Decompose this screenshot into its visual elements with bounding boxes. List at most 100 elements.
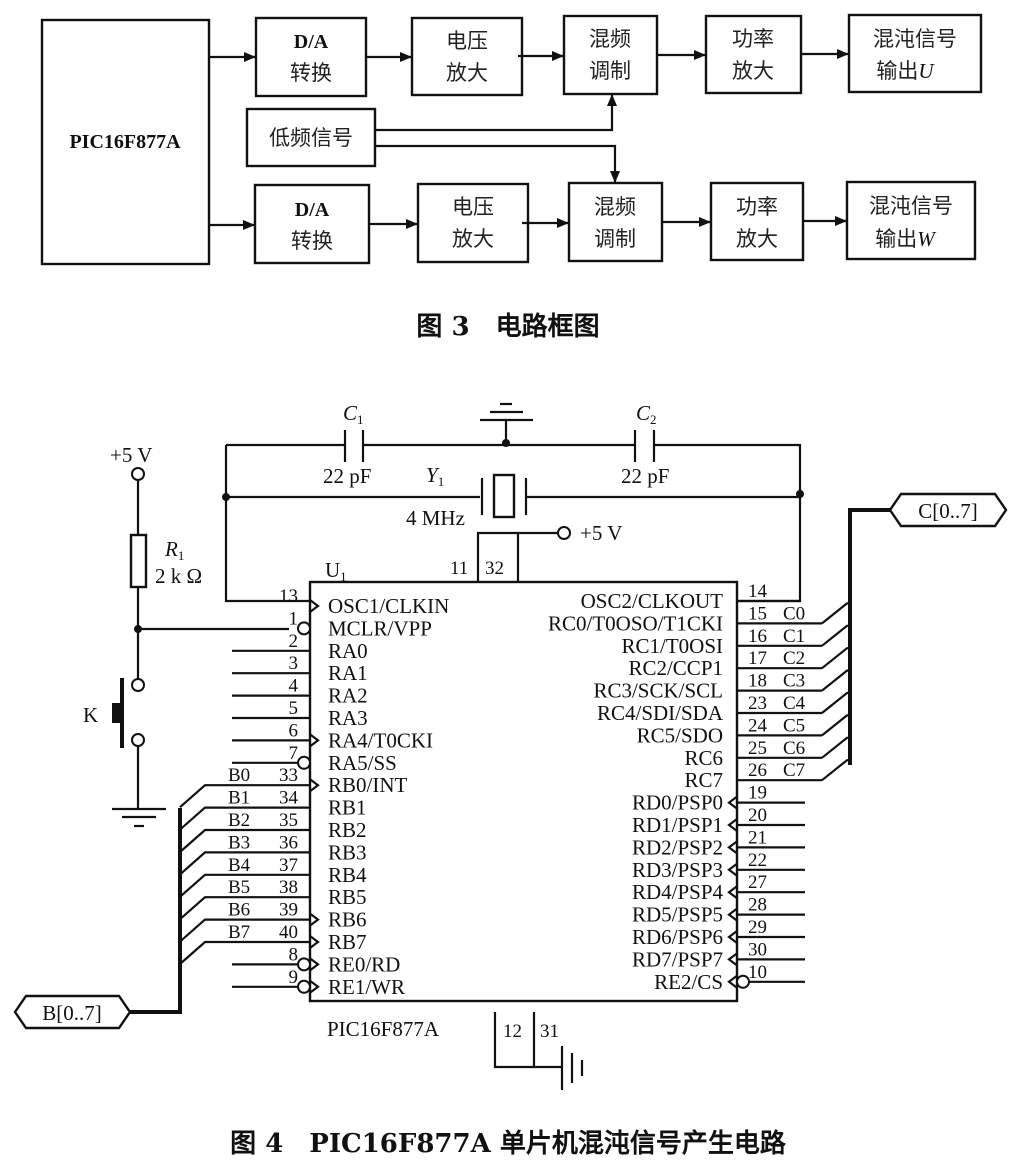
pic16f877a-chip [308, 580, 739, 1003]
mix-sub-w: 调制 [594, 227, 636, 251]
vcc-label-right: +5 V [580, 521, 622, 545]
pin-number: 16 [748, 626, 767, 647]
bus-c-port [888, 492, 1008, 528]
bus-entry [179, 896, 210, 921]
wire-vdd-pins [476, 531, 558, 582]
pin-number: 23 [748, 693, 767, 714]
y1-value: 4 MHz [406, 506, 465, 530]
clock-input-icon [727, 862, 738, 877]
arrow-lowfreq-mix-u [375, 94, 617, 132]
net-label: C5 [783, 715, 805, 736]
wire-c1-osc1 [224, 445, 310, 603]
figure4-schematic: C1 22 pF C2 22 pF Y1 4 MHz +5 V 11 32 +5… [13, 401, 1008, 1159]
vcc-right-network: +5 V 11 32 [450, 521, 622, 582]
pin-32-label: 32 [485, 558, 504, 579]
pin-name: RA5/SS [328, 751, 397, 775]
net-label: C4 [783, 693, 806, 714]
crystal-body [492, 473, 516, 519]
pin-name: RA1 [328, 661, 368, 685]
figure3-block-diagram: PIC16F877A D/A 转换 电压 放大 混频 调制 功率 放大 混沌信号… [40, 13, 983, 342]
pin-name: RD2/PSP2 [632, 835, 723, 859]
pin-name: RB2 [328, 818, 367, 842]
bus-entry [821, 759, 850, 782]
c2-name: C2 [636, 401, 657, 427]
net-label: C0 [783, 603, 805, 624]
pin-number: 26 [748, 760, 767, 781]
da-sub-u: 转换 [290, 61, 332, 85]
pin-number: 4 [289, 676, 299, 697]
ground-icon [112, 807, 166, 828]
pin-name: RC2/CCP1 [628, 656, 723, 680]
pin-number: 8 [289, 944, 299, 965]
net-label: B3 [228, 832, 250, 853]
clock-input-icon [309, 778, 320, 793]
clock-input-icon [309, 599, 320, 613]
switch-button-actuator [112, 703, 122, 723]
ground-pins: 12 31 [493, 1012, 584, 1090]
pin-number: 39 [279, 900, 298, 921]
chain-w: D/A 转换 电压 放大 混频 调制 功率 放大 混沌信号 输出W [209, 180, 977, 265]
pin-name: RD5/PSP5 [632, 903, 723, 927]
pin-number: 20 [748, 805, 767, 826]
bus-entry [179, 851, 210, 876]
pin-name: RB5 [328, 885, 367, 909]
clock-input-icon [727, 974, 738, 989]
y1-name: Y1 [426, 463, 444, 489]
pin-number: 22 [748, 850, 767, 871]
resistor-r1 [129, 533, 148, 589]
chain-u: D/A 转换 电压 放大 混频 调制 功率 放大 混沌信号 输出U [209, 13, 983, 98]
bus-c-trunk [848, 508, 890, 765]
pin-number: 33 [279, 765, 298, 786]
pwr-sub-w: 放大 [736, 227, 778, 251]
arrow-lowfreq-mix-w [375, 144, 620, 183]
chip-ref: U1 [325, 558, 347, 584]
clock-input-icon [309, 733, 320, 748]
bus-entry [821, 669, 850, 692]
bus-entry [179, 828, 210, 853]
clock-input-icon [727, 840, 738, 855]
bus-entry [821, 714, 850, 737]
net-label: C7 [783, 760, 805, 781]
c1-name: C1 [343, 401, 364, 427]
pin-right-19: 19 RD0/PSP0 [632, 783, 805, 815]
bus-b-trunk [130, 808, 182, 1014]
pin-number: 19 [748, 783, 767, 804]
pin-name: OSC2/CLKOUT [581, 589, 724, 613]
inverter-bubble-icon [297, 957, 311, 972]
pin-11-label: 11 [450, 558, 468, 579]
r1-name: R1 [164, 537, 184, 563]
clock-input-icon [309, 912, 320, 927]
amp-sub-u: 放大 [446, 61, 488, 85]
pin-number: 37 [279, 855, 298, 876]
net-label: B0 [228, 765, 250, 786]
pin-name: RD4/PSP4 [632, 880, 724, 904]
pin-number: 14 [748, 581, 768, 602]
pin-name: RC5/SDO [637, 723, 723, 747]
net-label: B1 [228, 788, 250, 809]
pwr-block-w [709, 181, 805, 262]
pin-right-15: C0 15 RC0/T0OSO/T1CKI [548, 602, 850, 635]
inverter-bubble-icon [736, 974, 750, 989]
pin-number: 17 [748, 648, 767, 669]
output-sub-u: 输出U [876, 59, 935, 83]
pin-name: RD0/PSP0 [632, 791, 723, 815]
bus-entry [179, 873, 210, 898]
pwr-block-u [704, 14, 803, 95]
pin-name: RC0/T0OSO/T1CKI [548, 611, 723, 635]
vcc-terminal-left [131, 467, 145, 481]
pin-name: RE2/CS [654, 970, 723, 994]
pin-number: 15 [748, 603, 767, 624]
